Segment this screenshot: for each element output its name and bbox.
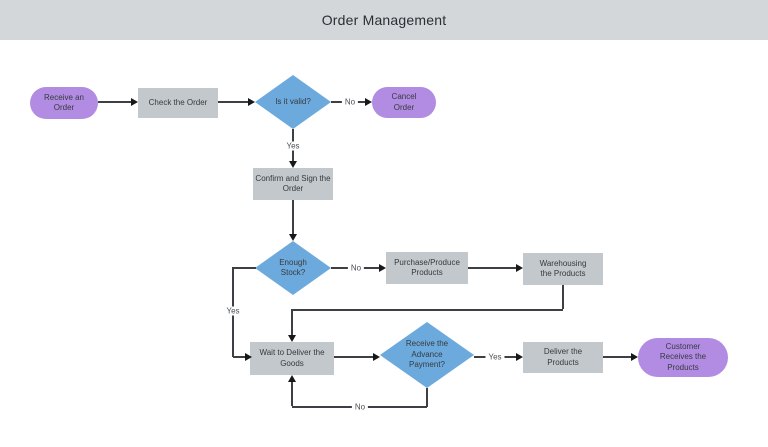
arrowhead-icon <box>516 353 523 361</box>
node-label: Enough Stock? <box>279 257 307 277</box>
node-label: Purchase/Produce Products <box>394 257 460 277</box>
node-label: Is it valid? <box>275 96 311 106</box>
arrowhead-icon <box>131 98 138 106</box>
connector-segment <box>218 101 248 103</box>
arrowhead-icon <box>289 234 297 241</box>
arrowhead-icon <box>516 264 523 272</box>
node-deliver-products[interactable]: Deliver the Products <box>523 342 603 373</box>
arrowhead-icon <box>631 353 638 361</box>
connector-segment <box>291 309 563 311</box>
node-customer-receives[interactable]: Customer Receives the Products <box>638 338 728 377</box>
node-label: Receive an Order <box>43 92 85 112</box>
arrowhead-icon <box>379 264 386 272</box>
node-enough-stock[interactable]: Enough Stock? <box>255 241 331 295</box>
arrowhead-icon <box>248 98 255 106</box>
node-label: Customer Receives the Products <box>659 341 707 372</box>
node-purchase-produce[interactable]: Purchase/Produce Products <box>386 252 468 284</box>
edge-label-yes: Yes <box>283 141 303 151</box>
connector-segment <box>233 356 245 358</box>
node-label: Cancel Order <box>391 92 417 112</box>
arrowhead-icon <box>373 353 380 361</box>
arrowhead-icon <box>245 353 252 361</box>
node-confirm-sign[interactable]: Confirm and Sign the Order <box>253 168 333 200</box>
node-check-order[interactable]: Check the Order <box>138 88 218 118</box>
connector-segment <box>291 382 293 406</box>
connector-segment <box>603 356 631 358</box>
node-label: Deliver the Products <box>543 347 583 367</box>
node-label: Check the Order <box>148 97 208 107</box>
arrowhead-icon <box>365 98 372 106</box>
node-cancel-order[interactable]: Cancel Order <box>372 87 436 118</box>
title-bar: Order Management <box>0 0 768 40</box>
connector-segment <box>426 388 428 407</box>
arrowhead-icon <box>288 375 296 382</box>
node-receive-order[interactable]: Receive an Order <box>30 87 98 119</box>
connector-segment <box>334 356 373 358</box>
edge-label-no: No <box>347 263 365 273</box>
node-label: Warehousing the Products <box>539 258 587 278</box>
node-label: Confirm and Sign the Order <box>255 173 331 193</box>
edge-label-yes: Yes <box>223 306 243 316</box>
edge-label-no: No <box>351 402 369 412</box>
connector-segment <box>291 309 293 335</box>
node-warehousing[interactable]: Warehousing the Products <box>523 253 603 285</box>
connector-segment <box>468 267 516 269</box>
edge-label-no: No <box>341 97 359 107</box>
connector-segment <box>292 200 294 234</box>
connector-segment <box>98 101 131 103</box>
connector-segment <box>233 267 256 269</box>
connector-segment <box>562 285 564 309</box>
node-wait-deliver[interactable]: Wait to Deliver the Goods <box>250 342 334 375</box>
node-label: Wait to Deliver the Goods <box>259 348 325 368</box>
node-label: Receive the Advance Payment? <box>405 339 449 370</box>
page-title: Order Management <box>321 12 447 28</box>
arrowhead-icon <box>288 335 296 342</box>
edge-label-yes: Yes <box>485 352 505 362</box>
node-is-it-valid[interactable]: Is it valid? <box>255 75 331 129</box>
node-advance-payment[interactable]: Receive the Advance Payment? <box>380 322 474 388</box>
arrowhead-icon <box>289 161 297 168</box>
